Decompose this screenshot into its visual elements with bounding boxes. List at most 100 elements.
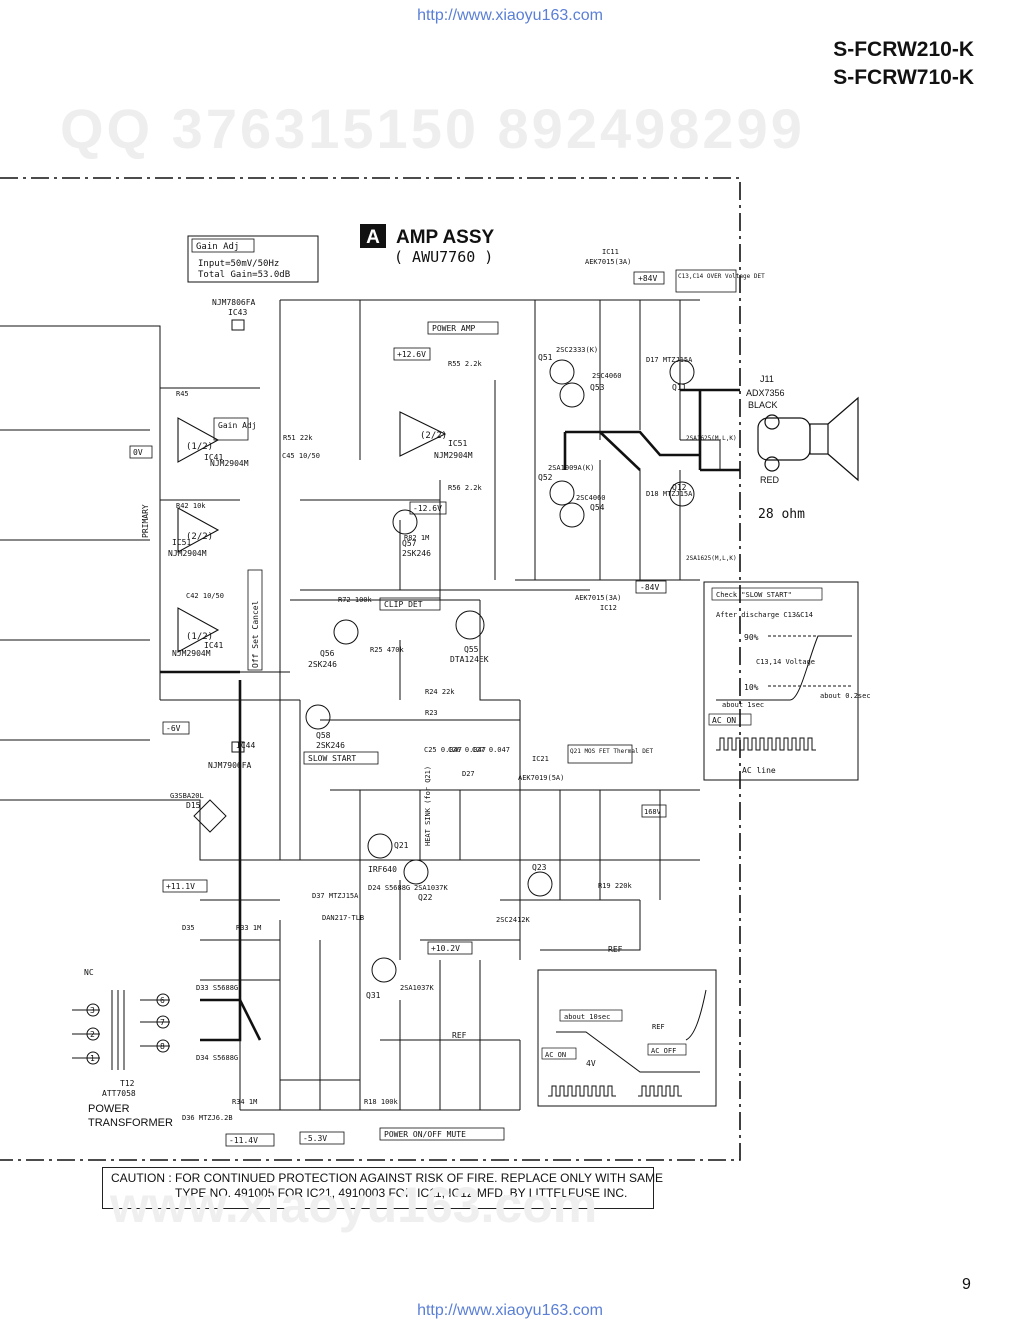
dan217-label: DAN217-TLB: [322, 914, 364, 922]
q12-part: 2SA1625(M,L,K): [686, 555, 737, 562]
ic43-part: NJM7806FA: [212, 298, 256, 307]
ref-box-ref: REF: [652, 1023, 665, 1031]
r31-label: R33 1M: [236, 924, 261, 932]
q55-label: Q55: [464, 645, 479, 654]
ref-box-ac-on: AC ON: [545, 1051, 566, 1059]
ic11-label: IC11: [602, 248, 619, 256]
model-number-2: S-FCRW710-K: [833, 66, 974, 89]
q31-label: Q31: [366, 991, 381, 1000]
gain-box-title: Gain Adj: [196, 242, 239, 252]
c26-label: C26 0.047: [448, 746, 486, 754]
q21-label: Q21: [394, 841, 409, 850]
overvoltage-label: C13,C14 OVER Voltage DET: [678, 273, 765, 280]
r42-label: R42 10k: [176, 502, 206, 510]
primary-label: PRIMARY: [141, 504, 150, 538]
d26-label: D27: [462, 770, 475, 778]
ic44-part: NJM7906FA: [208, 761, 252, 770]
slow-start-t1: about 1sec: [722, 701, 764, 709]
d18-label: D18 MTZJ15A: [646, 490, 693, 498]
voltage-168: 168V: [644, 808, 662, 816]
d31-label: D33 S5688G: [196, 984, 238, 992]
q31-part: 2SA1037K: [400, 984, 435, 992]
svg-text:3: 3: [90, 1006, 95, 1015]
ic51-a-name: IC51: [172, 538, 191, 547]
voltage-plus-10-2: +10.2V: [431, 944, 460, 953]
ref-box-about10: about 10sec: [564, 1013, 610, 1021]
title-part: ( AWU7760 ): [394, 248, 493, 266]
r35-label: R18 100k: [364, 1098, 399, 1106]
caution-line-1: CAUTION : FOR CONTINUED PROTECTION AGAIN…: [111, 1171, 664, 1185]
r45-label: R45: [176, 390, 189, 398]
r32-label: R34 1M: [232, 1098, 257, 1106]
c45-label: C45 10/50: [282, 452, 320, 460]
d35-label: D37 MTZJ15A: [312, 892, 359, 900]
r70-label: R82 1M: [404, 534, 429, 542]
ref-label-1: REF: [608, 945, 623, 954]
q12-label: Q12: [672, 483, 687, 492]
slow-start-ac-line: AC line: [742, 766, 776, 775]
c42-label: C42 10/50: [186, 592, 224, 600]
svg-text:8: 8: [160, 1042, 165, 1051]
ic12-part: AEK7015(3A): [575, 594, 621, 602]
voltage-plus-12-6: +12.6V: [397, 350, 426, 359]
q56-label: Q56: [320, 649, 335, 658]
r55-label: R55 2.2k: [448, 360, 483, 368]
jack-ref: J11: [760, 374, 774, 384]
ic21-part: AEK7019(5A): [518, 774, 564, 782]
ref-box-4v: 4V: [586, 1059, 596, 1068]
ic44-ref: IC44: [236, 741, 255, 750]
speaker-impedance: 28 ohm: [758, 507, 805, 522]
transformer-part: ATT7058: [102, 1089, 136, 1098]
q53-part: 2SC4060: [592, 372, 622, 380]
source-url-top[interactable]: http://www.xiaoyu163.com: [417, 7, 603, 24]
heat-sink-label: HEAT SINK (for Q21): [424, 766, 432, 846]
svg-text:2: 2: [90, 1030, 95, 1039]
slow-start-p90: 90%: [744, 633, 759, 642]
title-name: AMP ASSY: [396, 227, 495, 248]
q51-label: Q51: [538, 353, 553, 362]
r82-label: R24 22k: [425, 688, 455, 696]
jack-black: BLACK: [748, 400, 778, 410]
gain-adj-label: Gain Adj: [218, 421, 257, 430]
source-url-bottom[interactable]: http://www.xiaoyu163.com: [417, 1302, 603, 1319]
slow-start-box-subtitle: After discharge C13&C14: [716, 611, 813, 619]
slow-start-curve-label: C13,14 Voltage: [756, 658, 815, 666]
ic12-label: IC12: [600, 604, 617, 612]
jack-red: RED: [760, 475, 780, 485]
r83-label: R25 470k: [370, 646, 405, 654]
title-badge: A: [366, 227, 380, 248]
c27-label: C27 0.047: [472, 746, 510, 754]
svg-text:7: 7: [160, 1018, 165, 1027]
q54-part: 2SC4060: [576, 494, 606, 502]
q57-label: Q57: [402, 539, 417, 548]
power-onoff-mute-label: POWER ON/OFF MUTE: [384, 1130, 466, 1139]
ref-box-ac-off: AC OFF: [651, 1047, 676, 1055]
ic21-label: IC21: [532, 755, 549, 763]
voltage-minus-11-4: -11.4V: [229, 1136, 258, 1145]
title-badge-box: [360, 224, 386, 248]
q58-part: 2SK246: [316, 741, 345, 750]
caution-line-2: TYPE NO. 491005 FOR IC21, 4910003 FOR IC…: [175, 1186, 628, 1200]
clip-det-label: CLIP DET: [384, 600, 423, 609]
voltage-minus-84: -84V: [640, 583, 659, 592]
q56-part: 2SK246: [308, 660, 337, 669]
ic41-a-name: IC41: [204, 453, 223, 462]
transformer-label-1: POWER: [88, 1103, 130, 1115]
ic-part-4: NJM2904M: [172, 649, 211, 658]
ref-label-2: REF: [452, 1031, 467, 1040]
voltage-minus-12-6: -12.6V: [413, 504, 442, 513]
d24-label: D24 S5688G: [368, 884, 410, 892]
ic41-b-name: IC41: [204, 641, 223, 650]
r68-label: R72 100k: [338, 596, 373, 604]
voltage-plus-11-1: +11.1V: [166, 882, 195, 891]
watermark-qq: QQ 376315150 892498299: [60, 97, 805, 160]
gain-box-line1: Input=50mV/50Hz: [198, 259, 279, 269]
d17-label: D17 MTZJ15A: [646, 356, 693, 364]
ic41-a-unit: (1/2): [186, 442, 213, 452]
jack-part: ADX7356: [746, 388, 785, 398]
transformer-ref: T12: [120, 1079, 135, 1088]
voltage-minus-6: -6V: [166, 724, 181, 733]
q54-label: Q54: [590, 503, 605, 512]
transformer-label-2: TRANSFORMER: [88, 1117, 173, 1129]
